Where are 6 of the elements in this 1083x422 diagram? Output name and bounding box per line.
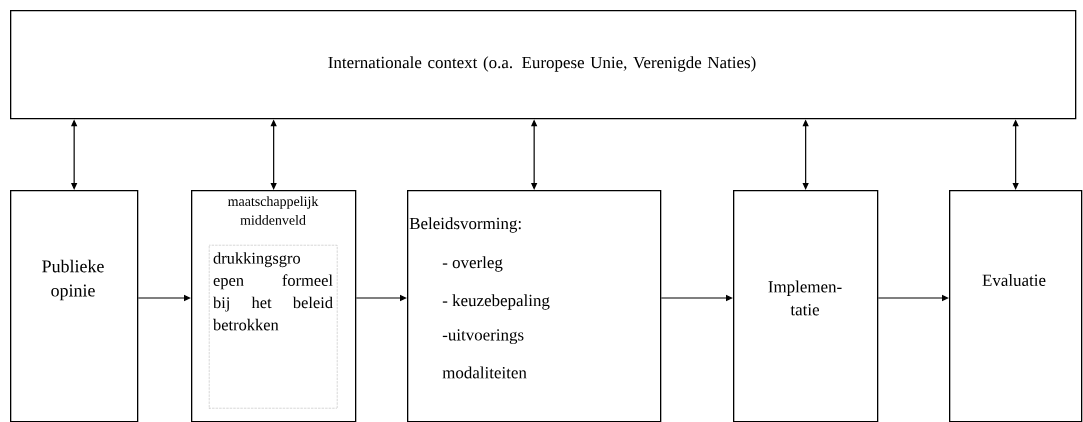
process-box: Implemen- tatie bbox=[733, 190, 879, 422]
process-box: Publieke opinie bbox=[10, 190, 139, 422]
context-box: Internationale context (o.a. Europese Unie, Verenigde Naties) bbox=[10, 10, 1077, 120]
process-box: Beleidsvorming: - overleg - keuzebepaling -uitvoerings modaliteiten bbox=[407, 190, 662, 422]
inner-box: drukkingsgro epen formeel bij het beleid betrokken bbox=[209, 245, 338, 409]
process-box: Evaluatie bbox=[949, 190, 1083, 422]
